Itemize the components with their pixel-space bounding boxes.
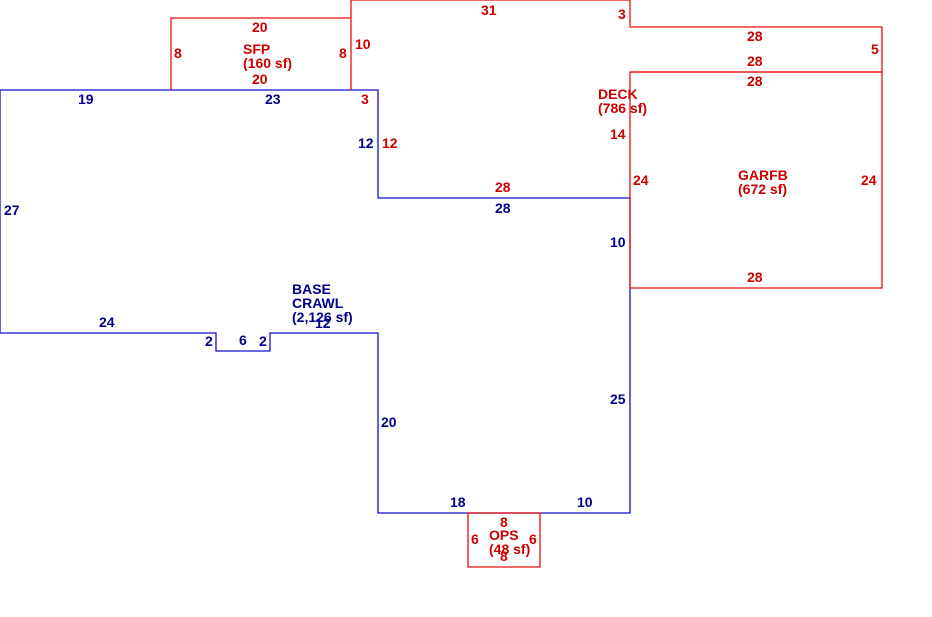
dim-gar-left: 24 xyxy=(633,172,649,188)
dim-deck-notch: 3 xyxy=(618,6,626,22)
sfp-label: SFP xyxy=(243,41,270,57)
base-area: (2,126 sf) xyxy=(292,309,353,325)
dim-deck-right: 5 xyxy=(871,41,879,57)
dim-deck-step: 28 xyxy=(747,28,763,44)
dim-deck-side: 14 xyxy=(610,126,626,142)
dim-deck-inner-a: 3 xyxy=(361,91,369,107)
dim-sfp-right: 8 xyxy=(339,45,347,61)
base-crawl-outline xyxy=(0,89,631,514)
garage-area: (672 sf) xyxy=(738,181,787,197)
crawl-label: CRAWL xyxy=(292,295,344,311)
dim-deck-top: 31 xyxy=(481,2,497,18)
ops-label: OPS xyxy=(489,527,519,543)
ops-outline xyxy=(467,512,541,568)
garage-label: GARFB xyxy=(738,167,788,183)
dim-base-bottom-left: 24 xyxy=(99,314,115,330)
dim-gar-top: 28 xyxy=(747,73,763,89)
sfp-area: (160 sf) xyxy=(243,55,292,71)
dim-gar-bottom: 28 xyxy=(747,269,763,285)
dim-base-right-lower: 25 xyxy=(610,391,626,407)
dim-deck-inner-b: 12 xyxy=(382,135,398,151)
ops-area: (48 sf) xyxy=(489,541,530,557)
dim-base-top-b: 23 xyxy=(265,91,281,107)
dim-base-right-upper: 10 xyxy=(610,234,626,250)
dim-base-bottom-mid: 12 xyxy=(315,315,331,331)
garage-outline xyxy=(629,71,883,289)
dim-base-notch-a: 2 xyxy=(205,333,213,349)
dim-base-bottom-b: 10 xyxy=(577,494,593,510)
dim-sfp-left: 8 xyxy=(174,45,182,61)
dim-deck-lower: 28 xyxy=(747,53,763,69)
dim-base-notch-b: 6 xyxy=(239,332,247,348)
dim-ops-bottom: 8 xyxy=(500,548,508,564)
dim-ops-right: 6 xyxy=(529,531,537,547)
dim-base-step: 28 xyxy=(495,200,511,216)
dim-base-top-a: 19 xyxy=(78,91,94,107)
sfp-outline xyxy=(170,17,352,90)
dim-gar-right: 24 xyxy=(861,172,877,188)
dim-ops-top: 8 xyxy=(500,514,508,530)
dim-base-inner: 12 xyxy=(358,135,374,151)
dim-base-left: 27 xyxy=(4,202,20,218)
dim-base-bottom-a: 18 xyxy=(450,494,466,510)
dim-sfp-bottom: 20 xyxy=(252,71,268,87)
dim-base-notch-c: 2 xyxy=(259,333,267,349)
dim-base-lower-left: 20 xyxy=(381,414,397,430)
deck-area: (786 sf) xyxy=(598,100,647,116)
dim-sfp-top: 20 xyxy=(252,19,268,35)
dim-deck-bottom: 28 xyxy=(495,179,511,195)
dim-deck-left: 10 xyxy=(355,36,371,52)
dim-ops-left: 6 xyxy=(471,531,479,547)
deck-label: DECK xyxy=(598,86,638,102)
base-label: BASE xyxy=(292,281,331,297)
